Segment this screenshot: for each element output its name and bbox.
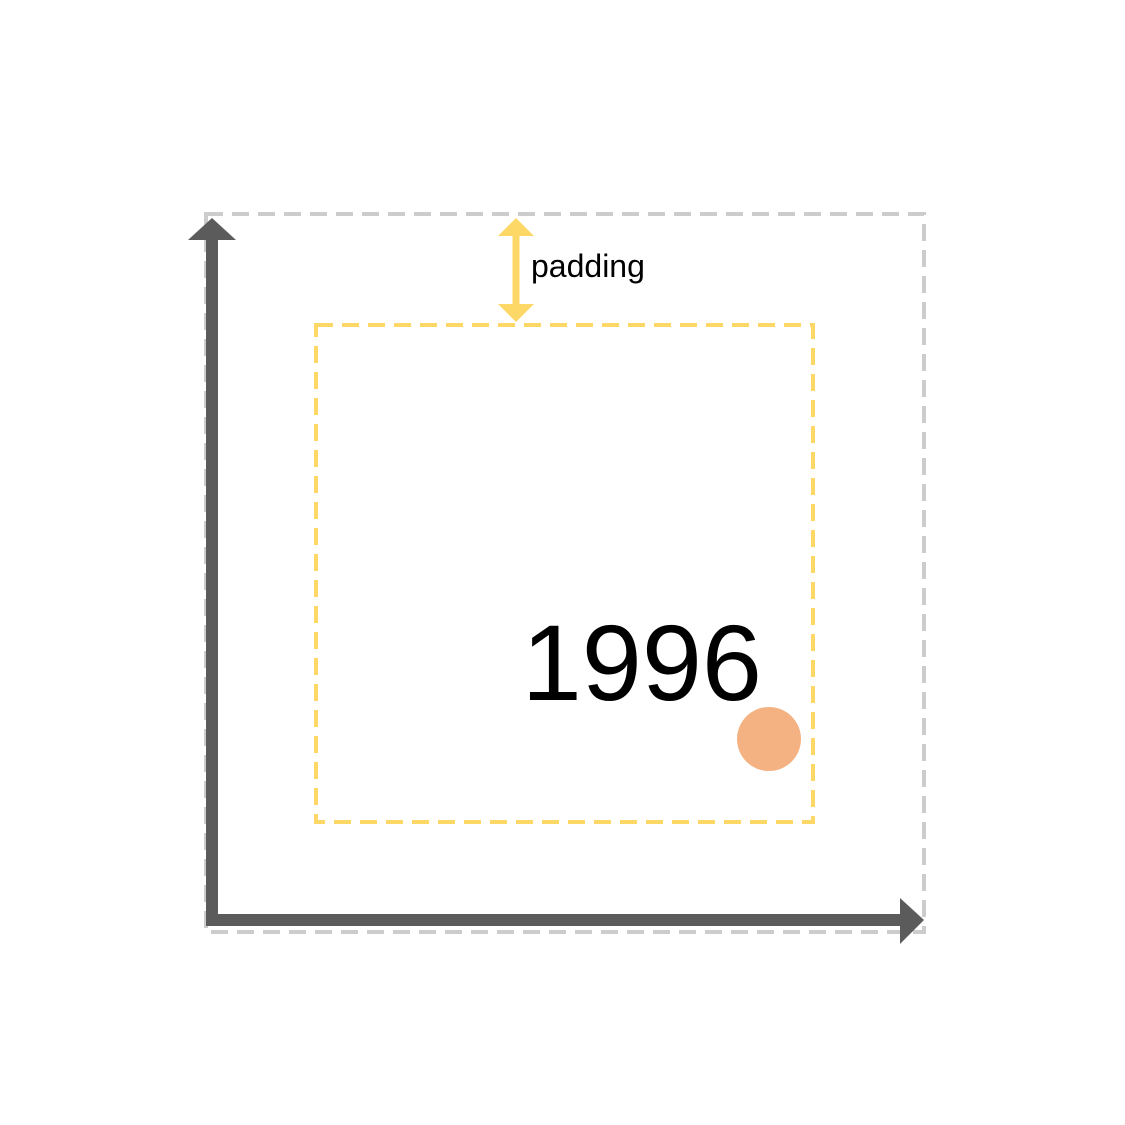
y-axis-arrow-icon [188, 218, 236, 240]
y-axis [188, 218, 236, 925]
x-axis-arrow-icon [900, 898, 924, 944]
padding-label: padding [531, 248, 645, 284]
x-axis [206, 898, 924, 944]
padding-arrow [498, 218, 534, 322]
data-point [737, 707, 801, 771]
padding-arrow-up-icon [498, 218, 534, 236]
padding-arrow-down-icon [498, 304, 534, 322]
outer-dashed-box [204, 212, 926, 934]
inner-dashed-box [314, 323, 815, 824]
year-label: 1996 [522, 602, 762, 723]
